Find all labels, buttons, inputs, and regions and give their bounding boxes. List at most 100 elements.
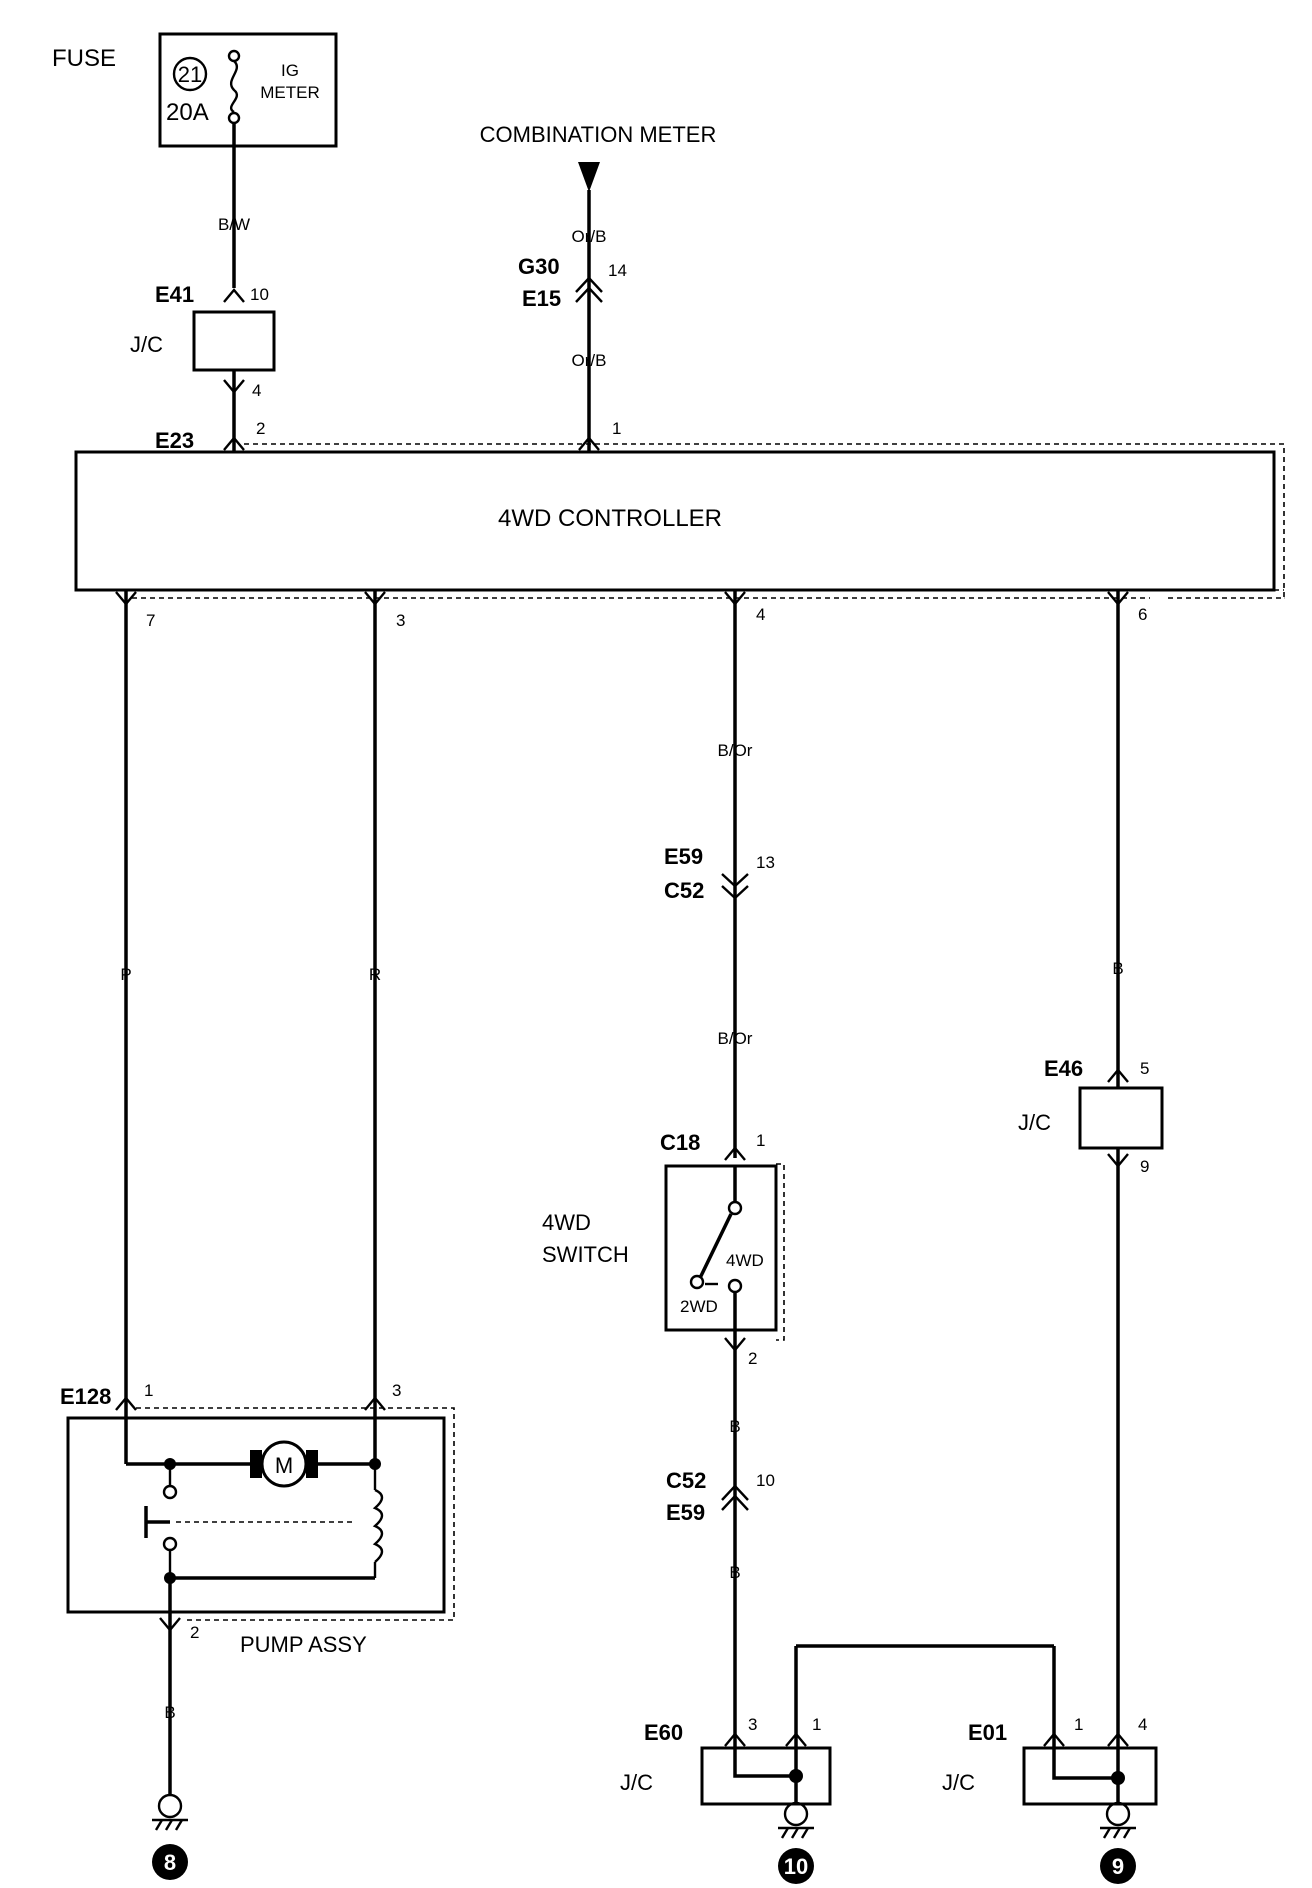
conn-c18: C18 [660,1130,700,1155]
svg-text:B: B [1112,959,1123,978]
switch-lever-icon [698,1213,733,1279]
fuse-number-circle [172,56,208,92]
jc-box-e01 [1022,1746,1158,1806]
fuse-block: FUSE 21 20A IG METER [52,32,338,148]
svg-text:10: 10 [784,1854,808,1879]
ground-number-badge [152,1844,188,1880]
combination-meter-branch: COMBINATION METER Or/B G30 E15 14 Or/B [480,122,717,452]
connector-mark-g30 [575,276,603,293]
motor-brush-left [250,1450,262,1478]
conn-g30: G30 [518,254,560,279]
pump-assy-label: PUMP ASSY [240,1632,367,1657]
switch-terminal-common [689,1274,705,1290]
svg-text:Or/B: Or/B [572,227,607,246]
jc-label-e46: J/C [1018,1110,1051,1135]
conn-e23: E23 [155,428,194,453]
svg-text:4: 4 [252,381,261,400]
wire-label-p: P [120,965,131,984]
fuse-name-2: METER [260,83,320,102]
conn-e01: E01 [968,1720,1007,1745]
conn-e15: E15 [522,286,561,311]
conn-e59-top: E59 [664,844,703,869]
controller-label: 4WD CONTROLLER [498,505,722,532]
ground-icon [1105,1801,1131,1827]
switch-pos-4wd: 4WD [726,1251,764,1270]
4wd-controller: 4WD CONTROLLER [74,443,1285,599]
motor-icon [260,1440,308,1488]
svg-text:10: 10 [756,1471,775,1490]
svg-text:B: B [729,1417,740,1436]
fuse-element-icon [229,60,239,114]
ground-icon [157,1793,183,1819]
svg-text:4: 4 [1138,1715,1147,1734]
svg-text:5: 5 [1140,1059,1149,1078]
wire-label-r: R [369,965,381,984]
svg-text:9: 9 [1112,1854,1124,1879]
wire-label-bw: B/W [218,215,250,234]
switch-pos-2wd: 2WD [680,1297,718,1316]
jc-e60: E60 3 1 J/C 10 [620,1644,1054,1884]
jc-e01: E01 1 4 J/C 9 [942,1646,1158,1884]
ground-number-badge [1100,1848,1136,1884]
svg-text:B: B [164,1703,175,1722]
motor-label: M [275,1453,293,1478]
pump-assy: E128 1 3 M PUMP ASSY [60,1381,455,1657]
controller-box [74,450,1276,592]
switch-box [664,1164,778,1332]
jc-label-e60: J/C [620,1770,653,1795]
fuse-number: 21 [178,62,202,87]
svg-text:6: 6 [1138,605,1147,624]
svg-text:1: 1 [756,1131,765,1150]
svg-text:B/Or: B/Or [718,1029,753,1048]
svg-text:3: 3 [392,1381,401,1400]
svg-text:3: 3 [748,1715,757,1734]
svg-text:10: 10 [250,285,269,304]
fuse-name-1: IG [281,61,299,80]
4wd-switch: C18 1 4WD SWITCH 4WD 2WD [542,1130,785,1341]
fuse-label: FUSE [52,45,116,72]
relay-coil-icon [372,1488,384,1563]
jc-e46: E46 5 J/C 9 [1018,1056,1164,1176]
arrow-down-icon [578,162,600,192]
svg-text:3: 3 [396,611,405,630]
ground-number-badge [778,1848,814,1884]
switch-label-2: SWITCH [542,1242,629,1267]
svg-text:1: 1 [612,419,621,438]
switch-label-1: 4WD [542,1210,591,1235]
conn-e60: E60 [644,1720,683,1745]
svg-text:1: 1 [1074,1715,1083,1734]
conn-e59-bot: E59 [666,1500,705,1525]
svg-text:B/Or: B/Or [718,741,753,760]
fuse-rating: 20A [166,99,209,126]
conn-e128: E128 [60,1384,111,1409]
jc-box-e41 [192,310,276,372]
jc-box-e46 [1078,1086,1164,1150]
svg-text:2: 2 [190,1623,199,1642]
jc-label-e01: J/C [942,1770,975,1795]
svg-text:Or/B: Or/B [572,351,607,370]
svg-text:7: 7 [146,611,155,630]
jc-e41: E41 10 J/C 4 [130,282,276,452]
svg-text:2: 2 [256,419,265,438]
svg-text:1: 1 [812,1715,821,1734]
svg-text:1: 1 [144,1381,153,1400]
ground-8: 8 [152,1793,188,1880]
combination-meter-label: COMBINATION METER [480,122,717,147]
svg-text:9: 9 [1140,1157,1149,1176]
conn-e46: E46 [1044,1056,1083,1081]
svg-text:14: 14 [608,261,627,280]
svg-text:8: 8 [164,1850,176,1875]
conn-e41: E41 [155,282,194,307]
relay-contact-top [162,1484,178,1500]
svg-text:4: 4 [756,605,765,624]
motor-brush-right [306,1450,318,1478]
ground-icon [783,1801,809,1827]
conn-c52-bot: C52 [666,1468,706,1493]
svg-text:2: 2 [748,1349,757,1368]
switch-terminal-4wd [727,1200,743,1216]
svg-text:13: 13 [756,853,775,872]
svg-text:B: B [729,1563,740,1582]
conn-c52-top: C52 [664,878,704,903]
jc-label-e41: J/C [130,332,163,357]
